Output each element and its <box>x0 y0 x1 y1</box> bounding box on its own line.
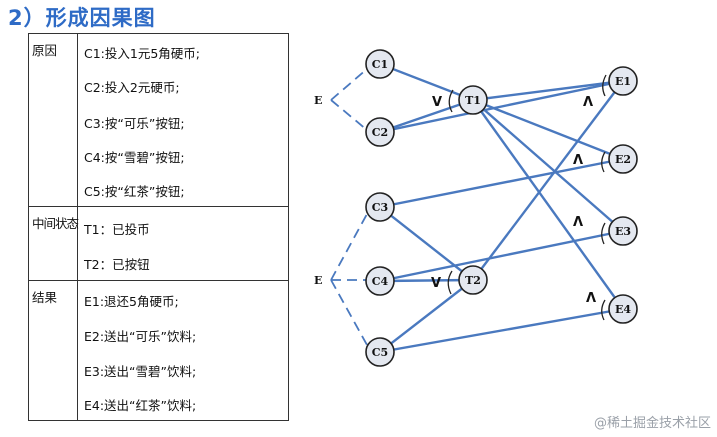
node-c2: C2 <box>365 117 395 147</box>
svg-text:E1: E1 <box>615 75 631 88</box>
node-e3: E3 <box>608 216 638 246</box>
edge-t2-e1 <box>472 80 624 281</box>
svg-text:C5: C5 <box>372 346 388 359</box>
svg-text:C2: C2 <box>372 126 388 139</box>
and-arc <box>601 151 606 173</box>
node-c4: C4 <box>365 266 395 296</box>
table-row: C5:按“红茶”按钮; <box>84 184 185 199</box>
edge-t1-e1 <box>472 79 624 102</box>
or-symbol: V <box>431 276 441 291</box>
table-group-intermediate: 中间状态 T1：已投币 T2：已按钮 <box>29 206 288 280</box>
constraint-line <box>330 99 368 131</box>
edge-c1-t1 <box>379 62 474 102</box>
group-label: 结果 <box>29 281 78 420</box>
edge-t1-e2 <box>472 98 624 161</box>
and-arc <box>601 299 606 321</box>
edge-t1-e4 <box>472 99 624 310</box>
constraint-label: E <box>314 274 322 287</box>
or-symbol: V <box>432 95 442 110</box>
svg-text:C4: C4 <box>372 275 389 288</box>
node-e2: E2 <box>608 144 638 174</box>
svg-text:E3: E3 <box>615 225 631 238</box>
table-row: E1:退还5角硬币; <box>84 294 179 309</box>
node-t1: T1 <box>458 85 488 115</box>
node-t2: T2 <box>458 265 488 295</box>
and-symbol: Λ <box>586 291 596 306</box>
table-row: C3:按“可乐”按钮; <box>84 116 185 131</box>
edge-t1-e3 <box>472 99 624 232</box>
edge-c5-t2 <box>379 279 474 353</box>
table-row: T1：已投币 <box>84 222 150 237</box>
group-label: 中间状态 <box>29 207 79 280</box>
table-row: C1:投入1元5角硬币; <box>84 46 201 61</box>
svg-text:C3: C3 <box>372 201 388 214</box>
node-e1: E1 <box>608 66 638 96</box>
constraint-line <box>330 68 368 101</box>
and-arc <box>602 74 607 97</box>
edge-c2-e1 <box>379 79 624 134</box>
cause-effect-table: 原因 C1:投入1元5角硬币; C2:投入2元硬币; C3:按“可乐”按钮; C… <box>28 33 289 421</box>
svg-text:C1: C1 <box>372 58 388 71</box>
edge-c4-t2 <box>379 278 474 283</box>
watermark: @稀土掘金技术社区 <box>593 416 711 431</box>
constraint-line <box>330 213 368 281</box>
section-heading: 2）形成因果图 <box>8 6 156 30</box>
and-symbol: Λ <box>573 153 583 168</box>
table-row: C2:投入2元硬币; <box>84 80 180 95</box>
svg-text:E2: E2 <box>615 153 631 166</box>
table-row: C4:按“雪碧”按钮; <box>84 150 185 165</box>
edge-c3-t2 <box>379 206 474 281</box>
table-row: E3:送出“雪碧”饮料; <box>84 364 197 379</box>
svg-text:T1: T1 <box>465 94 481 107</box>
edge-c5-e4 <box>379 307 624 354</box>
table-group-causes: 原因 C1:投入1元5角硬币; C2:投入2元硬币; C3:按“可乐”按钮; C… <box>29 34 288 206</box>
constraint-line <box>330 279 368 346</box>
svg-text:T2: T2 <box>465 274 481 287</box>
constraint-label: E <box>314 94 322 107</box>
table-row: E4:送出“红茶”饮料; <box>84 398 197 413</box>
table-row: E2:送出“可乐”饮料; <box>84 329 197 344</box>
group-label: 原因 <box>29 34 78 206</box>
and-arc <box>601 222 606 245</box>
node-c3: C3 <box>365 192 395 222</box>
and-symbol: Λ <box>583 95 593 110</box>
svg-text:E4: E4 <box>615 303 631 316</box>
node-c1: C1 <box>365 49 395 79</box>
edge-c2-t1 <box>379 98 474 134</box>
edge-c3-e2 <box>379 157 624 209</box>
or-arc <box>447 270 453 295</box>
or-arc <box>448 89 454 113</box>
table-row: T2：已按钮 <box>84 257 150 272</box>
edge-c4-e3 <box>379 229 624 283</box>
and-symbol: Λ <box>573 215 583 230</box>
table-group-effects: 结果 E1:退还5角硬币; E2:送出“可乐”饮料; E3:送出“雪碧”饮料; … <box>29 280 288 420</box>
node-e4: E4 <box>608 294 638 324</box>
node-c5: C5 <box>365 337 395 367</box>
